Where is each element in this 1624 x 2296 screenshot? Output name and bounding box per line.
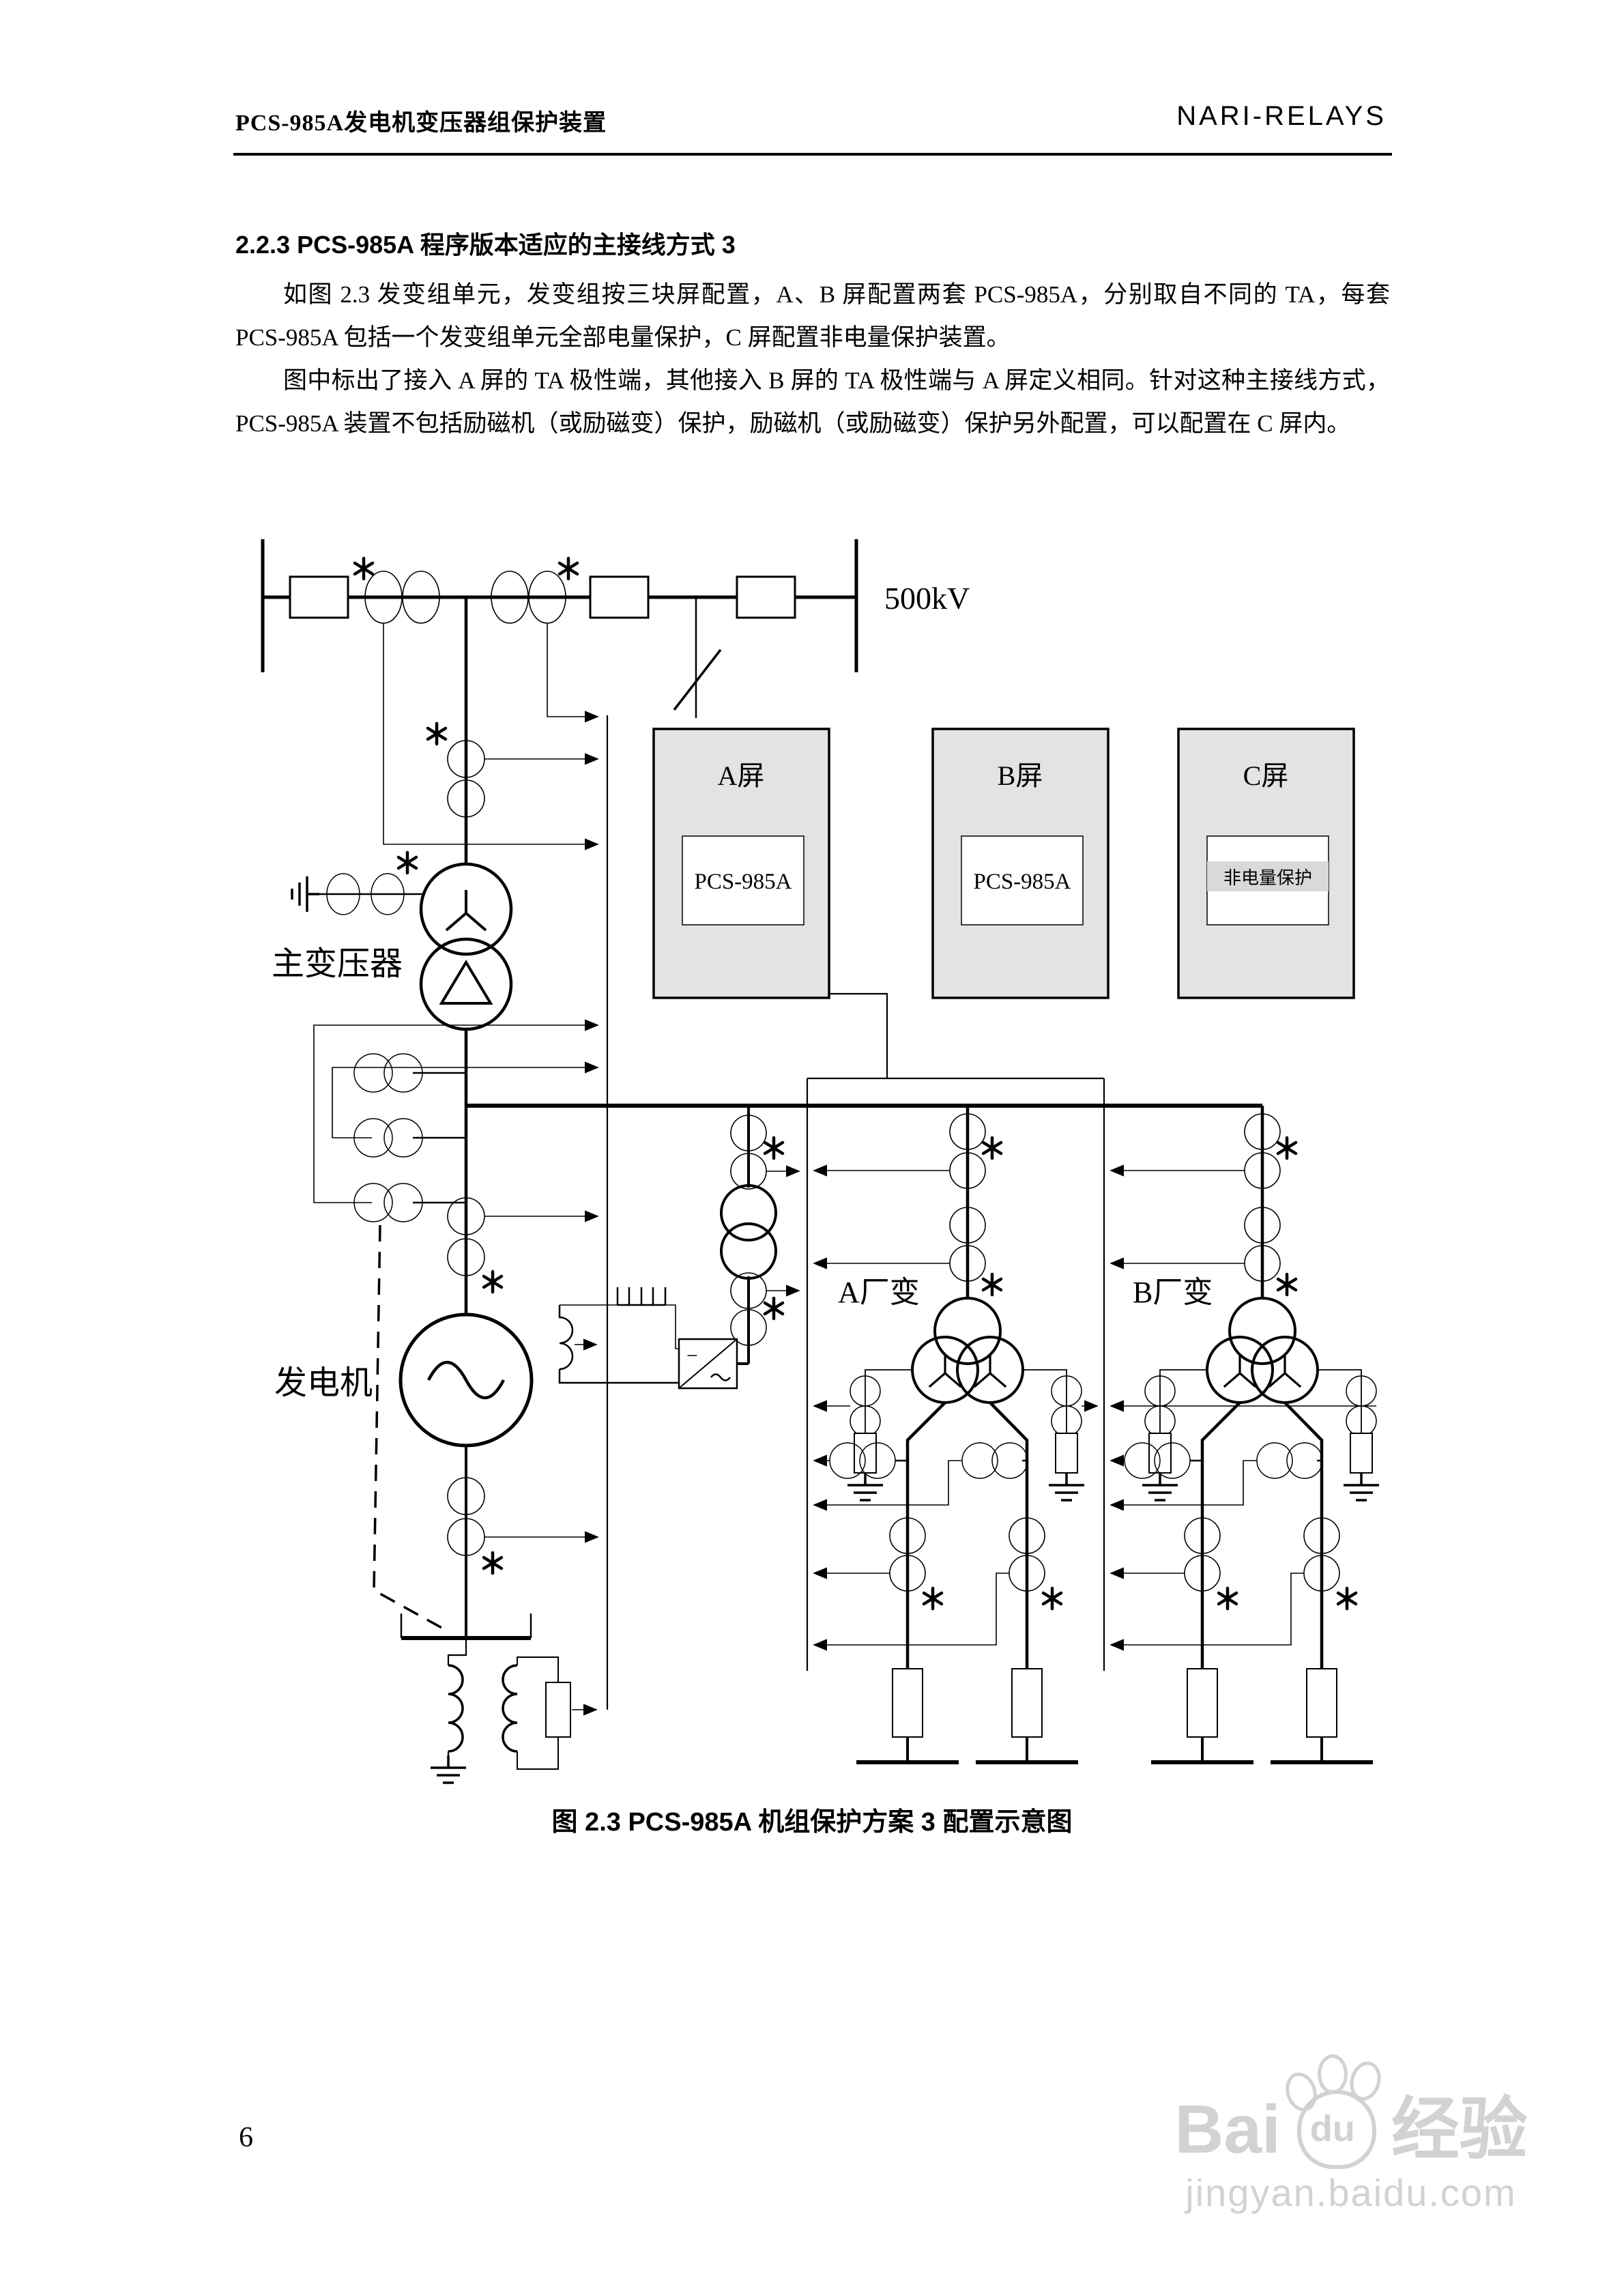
breaker-2 (589, 575, 650, 619)
panel-c-label: C屏 (1243, 760, 1289, 791)
field-winding (558, 1305, 679, 1384)
panel-a-device: PCS-985A (694, 870, 792, 894)
voltage-label: 500kV (884, 581, 970, 616)
single-line-diagram: 500kV (261, 539, 1433, 1784)
paragraph-1: 如图 2.3 发变组单元，发变组按三块屏配置，A、B 屏配置两套 PCS-985… (235, 281, 1390, 351)
aux-a-label: A厂变 (838, 1276, 920, 1309)
aux-transformer-a: A厂变 (766, 1106, 1099, 1762)
baidu-paw-icon: du (1280, 2054, 1387, 2169)
panel-b-device: PCS-985A (973, 870, 1071, 894)
aux-a-ct-taps (766, 1164, 1099, 1651)
aux-b-label: B厂变 (1133, 1276, 1213, 1309)
generator-label: 发电机 (274, 1365, 373, 1401)
watermark-brand: Bai (1174, 2091, 1281, 2168)
panels: A屏 PCS-985A B屏 PCS-985A C屏 非电量保护 (652, 728, 1355, 999)
breaker-3 (736, 575, 796, 619)
paragraph-2: 图中标出了接入 A 屏的 TA 极性端，其他接入 B 屏的 TA 极性端与 A … (235, 367, 1390, 437)
watermark-suffix: 经验 (1391, 2091, 1528, 2168)
transformer-neutral-ground (291, 875, 321, 913)
aux-transformer-b: B厂变 (1110, 1106, 1379, 1762)
panel-a-signal-collector-left (313, 623, 609, 1716)
panel-a-label: A屏 (718, 760, 765, 791)
aux-b-ct-taps (1110, 1164, 1376, 1651)
panel-c-device: 非电量保护 (1223, 868, 1312, 888)
header-brand: NARI-RELAYS (1176, 101, 1387, 131)
rectifier-dc-symbol: − (686, 1345, 698, 1367)
rectifier-ac-symbol (710, 1373, 731, 1381)
page-number: 6 (239, 2122, 253, 2153)
collector-frame (806, 992, 1105, 1671)
header-rule (233, 153, 1392, 156)
main-transformer-label: 主变压器 (272, 946, 403, 982)
voltage-transformers (353, 1053, 466, 1222)
text-block: 2.2.3 PCS-985A 程序版本适应的主接线方式 3 如图 2.3 发变组… (235, 225, 1390, 445)
linkage-dashed-line (373, 1224, 451, 1634)
panel-b-label: B屏 (998, 760, 1043, 791)
section-heading: 2.2.3 PCS-985A 程序版本适应的主接线方式 3 (235, 231, 736, 259)
header-title: PCS-985A发电机变压器组保护装置 (235, 111, 607, 136)
main-transformer-unit: 主变压器 发电机 (272, 597, 571, 1784)
brush-comb (616, 1287, 667, 1306)
grounding-transformer (447, 1638, 571, 1770)
main-transformer-symbol (419, 862, 513, 956)
baidu-watermark: Bai du 经验 jingyan.baidu.com (1126, 2054, 1576, 2215)
breaker-1 (289, 575, 349, 619)
excitation-branch: − (558, 1106, 783, 1390)
excitation-transformer (720, 1184, 777, 1242)
figure-caption: 图 2.3 PCS-985A 机组保护方案 3 配置示意图 (551, 1808, 1073, 1837)
watermark-url: jingyan.baidu.com (1185, 2171, 1517, 2214)
hv-bus-500kv: 500kV (261, 539, 970, 718)
